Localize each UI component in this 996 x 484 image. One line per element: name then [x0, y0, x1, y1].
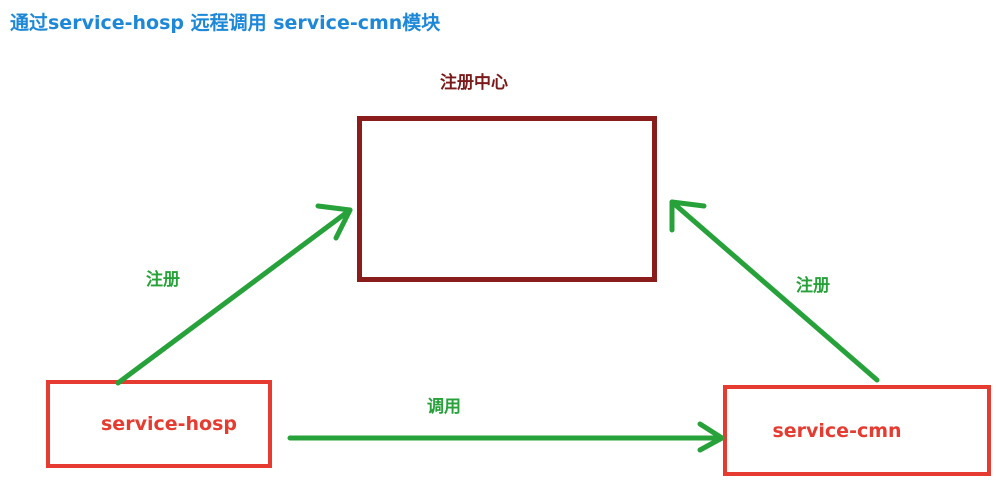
registry-center-label: 注册中心	[440, 73, 508, 93]
service-hosp-label: service-hosp	[101, 413, 237, 435]
edge-label-cmn-register: 注册	[796, 276, 830, 296]
service-hosp-box: service-hosp	[46, 380, 272, 468]
arrow-cmn-to-registry	[669, 199, 880, 383]
arrow-hosp-to-registry	[115, 203, 353, 386]
service-cmn-label: service-cmn	[772, 419, 902, 442]
edge-label-hosp-register: 注册	[146, 270, 180, 290]
diagram-title: 通过service-hosp 远程调用 service-cmn模块	[10, 12, 441, 34]
service-cmn-box: service-cmn	[723, 385, 991, 476]
arrow-hosp-to-cmn	[287, 421, 725, 453]
edge-label-hosp-call-cmn: 调用	[427, 397, 461, 417]
registry-center-box	[357, 116, 657, 282]
